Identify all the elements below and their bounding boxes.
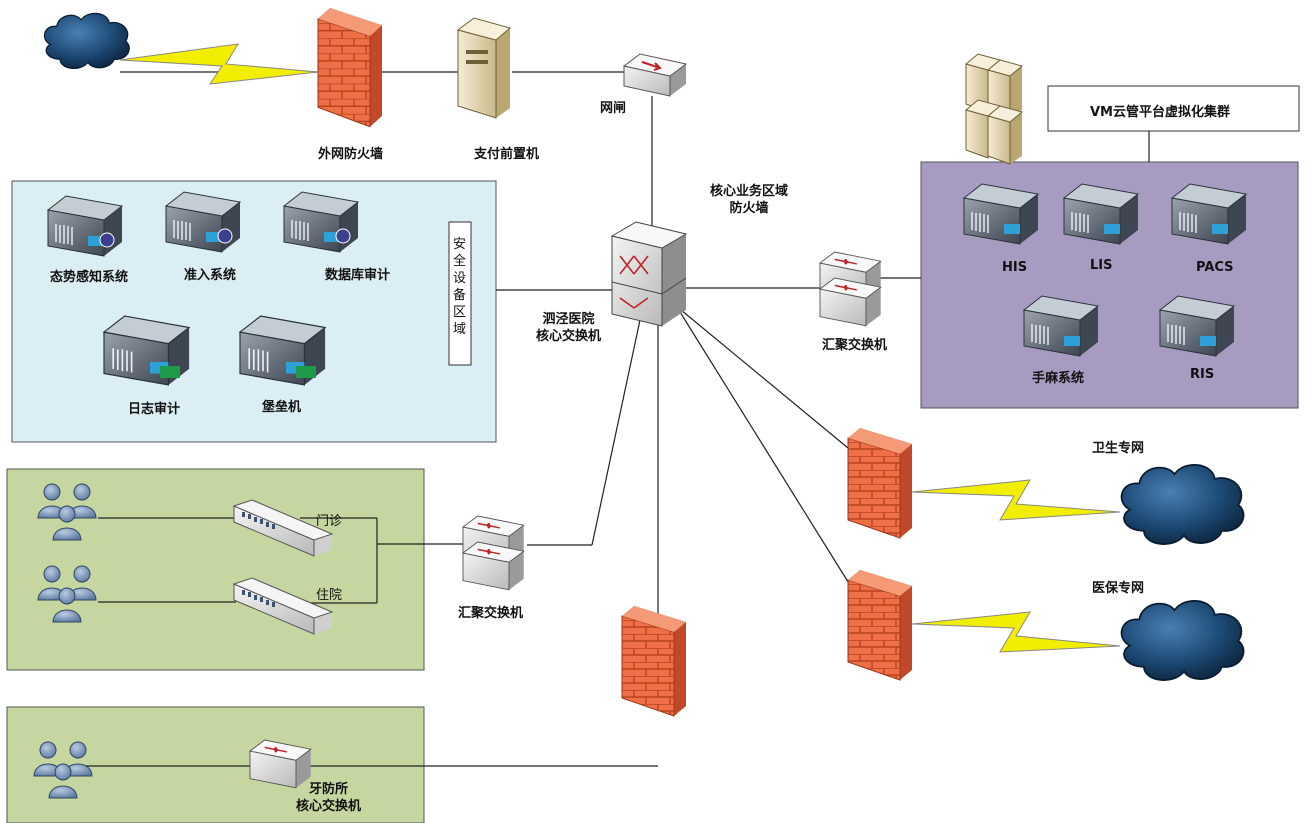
insurance-net-firewall-icon (847, 569, 913, 681)
agg-switch-left-icon (462, 515, 525, 591)
gatekeeper-icon (622, 53, 688, 97)
internet-firewall-label: 外网防火墙 (318, 147, 384, 162)
lightning-health (911, 479, 1121, 521)
insurance-net-label: 医保专网 (1092, 581, 1145, 596)
payment-front-label: 支付前置机 (474, 147, 540, 162)
business-server-label: LIS (1090, 258, 1113, 273)
security-item-label: 日志审计 (128, 402, 181, 417)
health-net-label: 卫生专网 (1092, 441, 1145, 456)
core-fw-label: 核心业务区域 防火墙 (710, 184, 789, 216)
security-item-label: 堡垒机 (262, 400, 302, 415)
security-zone-label-box (448, 221, 472, 366)
business-server-label: PACS (1196, 260, 1234, 275)
gatekeeper-label: 网闸 (600, 101, 627, 116)
ris-server-icon (1159, 295, 1235, 357)
dental-firewall-icon (621, 605, 687, 717)
insurance-net-cloud-icon (1120, 599, 1245, 681)
core-switch-label: 泗泾医院 核心交换机 (536, 312, 602, 344)
user-zone-main (6, 468, 425, 671)
vm-cluster-box (1047, 85, 1300, 132)
inpatient-label: 住院 (316, 588, 343, 603)
outpatient-label: 门诊 (316, 514, 343, 529)
pacs-server-icon (1171, 183, 1247, 245)
business-server-label: HIS (1002, 260, 1028, 275)
agg-switch-right-icon (819, 251, 882, 327)
dental-label: 牙防所 核心交换机 (296, 782, 362, 814)
agg-switch-right-label: 汇聚交换机 (822, 338, 888, 353)
situational-awareness-server-icon (47, 195, 123, 257)
his-server-icon (963, 183, 1039, 245)
core-switch-icon (610, 221, 688, 327)
security-zone-title: 安全设备区域 (453, 237, 467, 337)
internet-cloud-icon (43, 12, 130, 70)
health-net-firewall-icon (847, 427, 913, 539)
security-item-label: 数据库审计 (325, 268, 391, 283)
business-server-label: 手麻系统 (1032, 371, 1085, 386)
globe-badges (99, 228, 351, 248)
lightning-top (119, 43, 319, 85)
access-control-server-icon (165, 191, 241, 253)
connection-lines (80, 71, 1150, 767)
agg-switch-left-label: 汇聚交换机 (458, 606, 524, 621)
business-server-label: RIS (1190, 367, 1215, 382)
health-net-cloud-icon (1120, 463, 1245, 545)
vm-cluster-label: VM云管平台虚拟化集群 (1090, 105, 1230, 120)
user-zone-dental (6, 706, 425, 823)
lightning-insurance (911, 611, 1121, 653)
security-item-label: 准入系统 (184, 268, 237, 283)
lis-server-icon (1063, 183, 1139, 245)
db-audit-server-icon (283, 191, 359, 253)
vm-host-servers-icon (964, 53, 1024, 165)
anesthesia-server-icon (1023, 295, 1099, 357)
money-badges (160, 366, 316, 378)
payment-front-server-icon (456, 17, 512, 119)
security-item-label: 态势感知系统 (50, 270, 129, 285)
internet-firewall-icon (317, 7, 383, 128)
